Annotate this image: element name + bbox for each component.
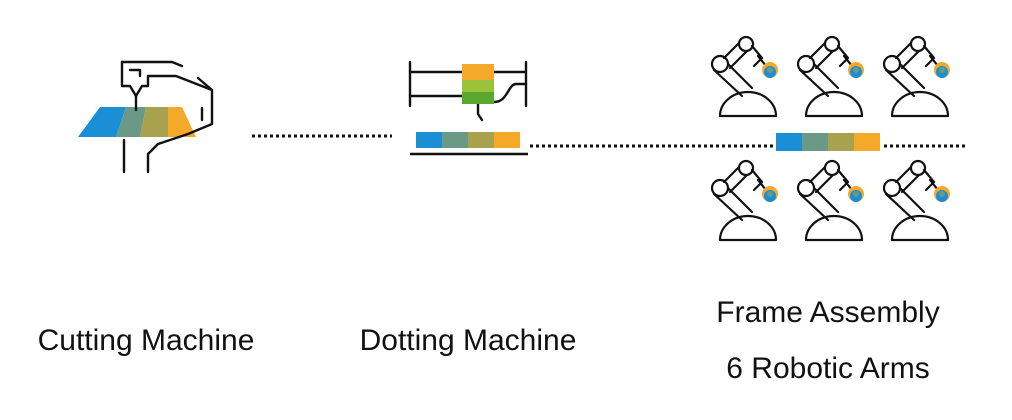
strip-orange — [494, 132, 520, 148]
robotic-arm-icon — [710, 35, 778, 118]
material-blue — [78, 107, 126, 137]
cutting-machine-label: Cutting Machine — [37, 324, 255, 357]
robotic-arm-icon — [882, 159, 950, 242]
cutting-machine-icon — [78, 60, 214, 174]
material-orange — [168, 107, 196, 137]
nozzle-orange — [462, 64, 494, 80]
robotic-arm-icon — [882, 35, 950, 118]
robotic-arms-count-label: 6 Robotic Arms — [726, 352, 930, 385]
strip-olive — [468, 132, 494, 148]
frame-assembly-label: Frame Assembly — [716, 296, 940, 329]
assembly-material-strip — [776, 133, 880, 151]
dotting-machine-icon — [408, 60, 528, 156]
robotic-arm-icon — [796, 35, 864, 118]
material-olive — [140, 107, 168, 137]
robotic-arm-icon — [710, 159, 778, 242]
robotic-arm-icon — [796, 159, 864, 242]
nozzle-green — [462, 92, 494, 104]
strip-teal — [442, 132, 468, 148]
robotic-arms-group — [710, 35, 950, 242]
material-teal — [116, 107, 146, 137]
dotting-machine-label: Dotting Machine — [359, 324, 577, 357]
nozzle-green-light — [462, 80, 494, 92]
strip-blue — [416, 132, 442, 148]
